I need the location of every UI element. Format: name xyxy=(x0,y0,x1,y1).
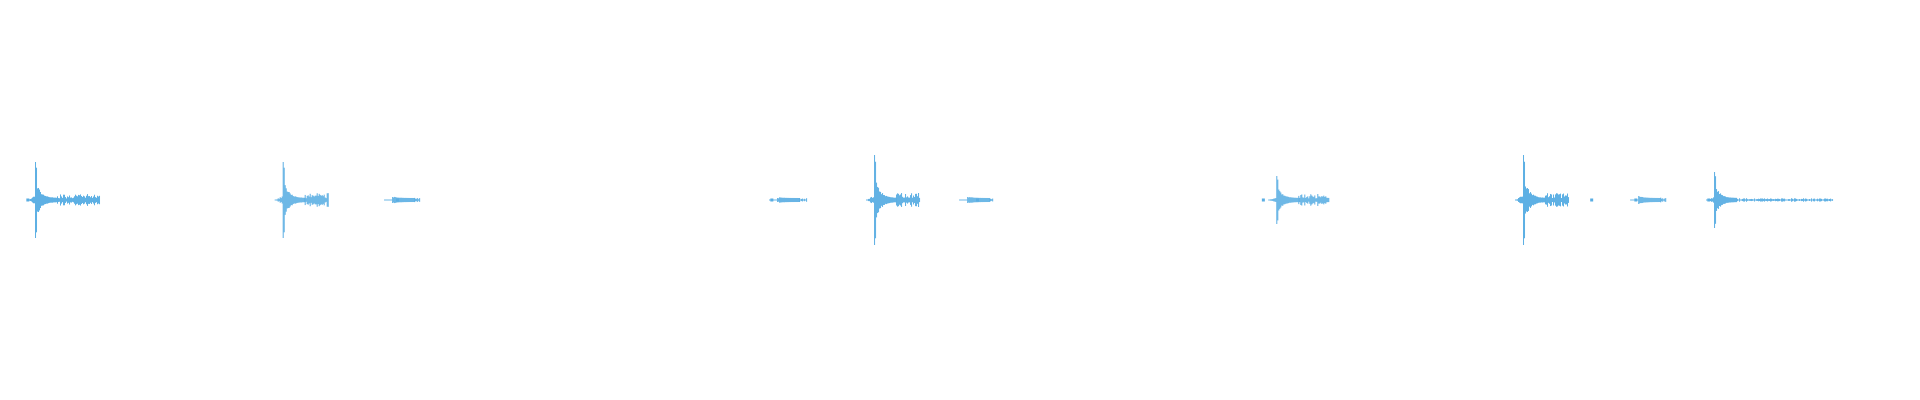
waveform-speck xyxy=(1261,198,1265,202)
waveform-burst xyxy=(769,197,808,203)
waveform-burst xyxy=(1515,155,1570,245)
waveform-burst xyxy=(866,155,921,245)
waveform-speck xyxy=(395,198,399,202)
waveform-speck xyxy=(26,198,30,202)
waveform-speck xyxy=(975,198,979,202)
waveform-speck xyxy=(1634,198,1638,202)
waveform-speck xyxy=(1707,198,1711,202)
waveform-burst xyxy=(1268,176,1330,224)
waveform-bursts xyxy=(27,155,1834,245)
waveform-burst xyxy=(274,162,329,238)
waveform-burst xyxy=(384,196,421,204)
waveform-burst xyxy=(1706,172,1834,228)
waveform-speck xyxy=(770,198,774,202)
waveform-speck xyxy=(1590,198,1594,202)
waveform-burst xyxy=(27,162,101,238)
waveform-specks xyxy=(26,198,1711,202)
